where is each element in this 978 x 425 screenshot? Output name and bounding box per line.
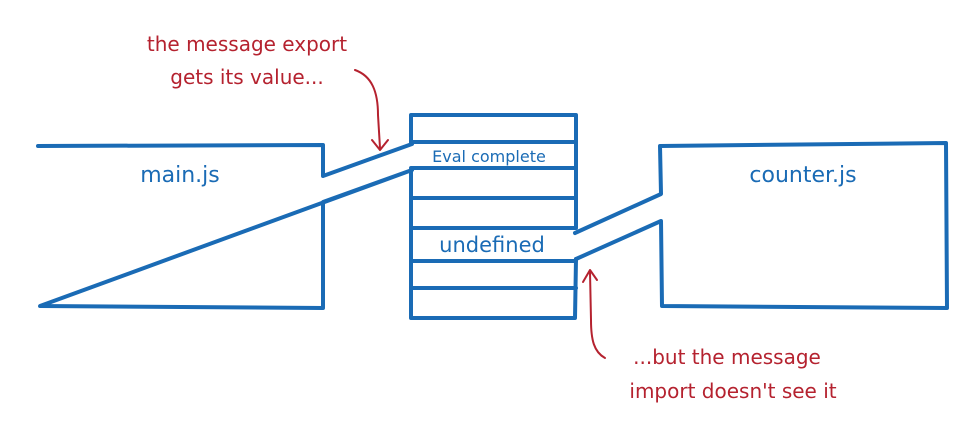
down-arrow-icon (354, 69, 389, 151)
counter-js-module-box (573, 141, 949, 310)
counter-js-label: counter.js (749, 163, 856, 188)
up-arrow-icon (582, 269, 606, 359)
bottom-annotation-line1: ...but the message (633, 345, 821, 369)
main-js-label: main.js (140, 163, 220, 188)
bottom-annotation-line2: import doesn't see it (629, 379, 836, 403)
memory-column (409, 113, 578, 320)
memory-slot-undefined: undefined (439, 233, 545, 257)
memory-slot-eval-complete: Eval complete (432, 147, 546, 166)
top-annotation-line2: gets its value... (170, 65, 324, 89)
main-js-module-box (36, 142, 414, 310)
top-annotation-line1: the message export (147, 32, 347, 56)
